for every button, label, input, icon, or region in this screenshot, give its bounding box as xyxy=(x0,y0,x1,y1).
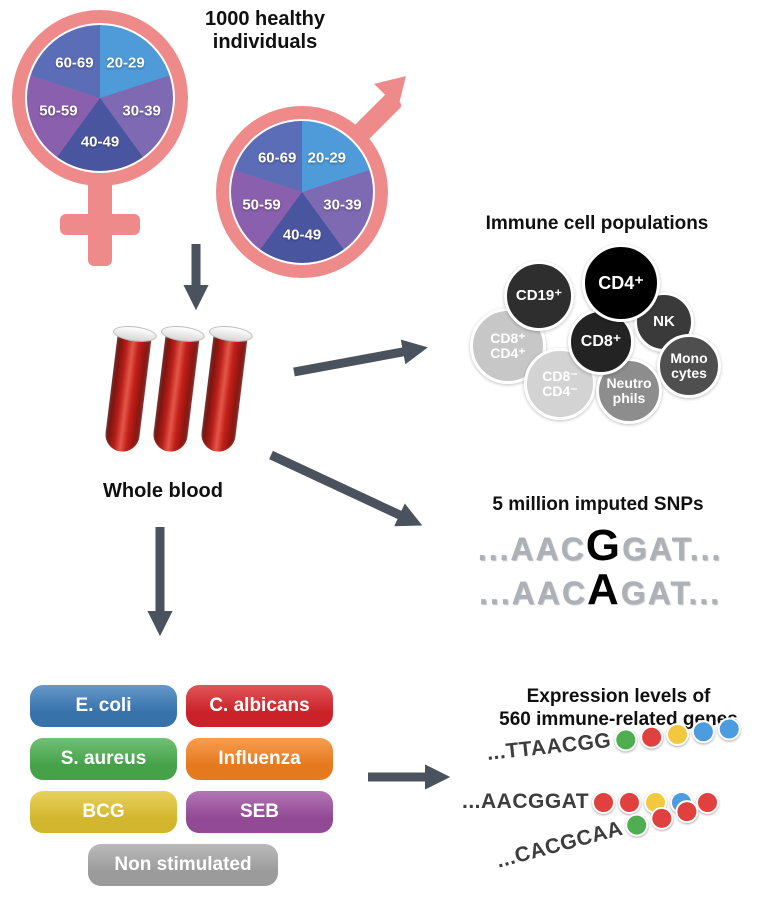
expression-title: Expression levels of 560 immune-related … xyxy=(499,686,738,730)
age-group-label: 30-39 xyxy=(323,196,362,214)
expression-bead xyxy=(622,810,651,839)
tube-blood xyxy=(151,331,200,454)
stimulus-bcg: BCG xyxy=(30,791,177,833)
expression-bead xyxy=(664,721,690,747)
expression-row: ...AACGGAT xyxy=(462,790,720,814)
cell-cd19: CD19⁺ xyxy=(504,261,574,331)
age-pie: 20-29 30-39 40-49 50-59 60-69 xyxy=(25,23,175,173)
age-group-label: 50-59 xyxy=(242,196,281,214)
expression-bead xyxy=(690,718,716,744)
blood-tubes xyxy=(103,323,280,468)
gene-sequence: ...TTAACGG xyxy=(485,729,613,765)
blood-tube xyxy=(196,323,254,456)
age-group-label: 20-29 xyxy=(106,54,145,72)
age-group-label: 60-69 xyxy=(257,149,297,167)
stimulus-influenza: Influenza xyxy=(186,738,333,780)
age-group-label: 40-49 xyxy=(80,133,120,151)
cell-cd4: CD4⁺ xyxy=(582,244,660,322)
tube-blood xyxy=(199,331,248,454)
blood-tube xyxy=(100,323,158,456)
expression-bead xyxy=(647,803,676,832)
snp-suffix: GAT... xyxy=(620,575,722,611)
snp-variant-allele: G xyxy=(585,521,622,570)
age-group-label: 40-49 xyxy=(282,226,322,244)
age-group-label: 60-69 xyxy=(55,54,94,72)
female-symbol-crossbar xyxy=(60,214,140,235)
stimulus-e-coli: E. coli xyxy=(30,685,177,727)
age-group-label: 30-39 xyxy=(122,102,161,120)
gene-sequence: ...CACGCAA xyxy=(493,816,626,873)
snp-prefix: ...AAC xyxy=(478,575,587,611)
snp-sequence-alternate: ...AACAGAT... xyxy=(428,568,771,612)
expression-bead xyxy=(592,790,616,814)
snp-sequence-reference: ...AACGGAT... xyxy=(428,524,771,568)
arrow-blood-to-cells xyxy=(293,339,428,377)
female-symbol: 20-29 30-39 40-49 50-59 60-69 xyxy=(12,10,188,266)
expression-bead xyxy=(612,726,639,753)
snp-sequences: ...AACGGAT... ...AACAGAT... xyxy=(428,524,771,612)
expression-bead xyxy=(618,790,642,814)
snps-title: 5 million imputed SNPs xyxy=(492,494,704,515)
snp-variant-allele: A xyxy=(586,565,621,614)
whole-blood-label: Whole blood xyxy=(103,480,223,502)
immune-cells-title: Immune cell populations xyxy=(485,213,709,234)
stimulus-s-aureus: S. aureus xyxy=(30,738,177,780)
cohort-title: 1000 healthy individuals xyxy=(204,8,326,53)
blood-tube xyxy=(148,323,206,456)
stimulus-non-stimulated: Non stimulated xyxy=(88,844,278,886)
cell-monocytes: Mono cytes xyxy=(657,334,721,398)
arrow-blood-to-snps xyxy=(269,450,423,527)
male-symbol: 20-29 30-39 40-49 50-59 60-69 xyxy=(216,64,418,278)
age-group-label: 20-29 xyxy=(307,149,347,167)
snp-suffix: GAT... xyxy=(621,531,723,567)
expression-bead xyxy=(716,715,742,742)
age-pie: 20-29 30-39 40-49 50-59 60-69 xyxy=(229,119,375,265)
snp-prefix: ...AAC xyxy=(477,531,586,567)
tube-blood xyxy=(103,331,152,454)
expression-bead xyxy=(638,724,664,750)
age-group-label: 50-59 xyxy=(39,102,78,120)
cell-cd8neg-cd4neg: CD8⁻ CD4⁻ xyxy=(524,348,596,420)
stimulus-seb: SEB xyxy=(186,791,333,833)
gene-sequence: ...AACGGAT xyxy=(462,790,590,813)
stimulus-c-albicans: C. albicans xyxy=(186,685,333,727)
expression-bead xyxy=(696,790,720,814)
